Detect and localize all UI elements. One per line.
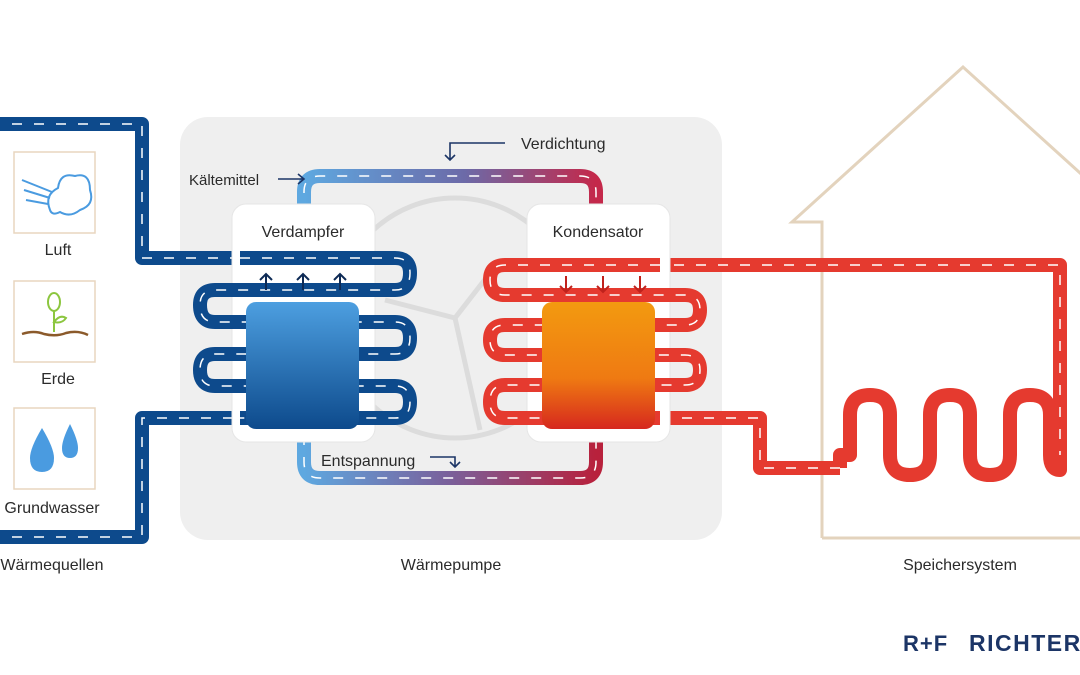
wind-icon xyxy=(21,174,93,216)
brand-mark: R+F xyxy=(903,631,948,656)
evaporator-block xyxy=(246,302,359,429)
heat-pump-section-label: Wärmepumpe xyxy=(401,557,502,574)
refrigerant-pointer xyxy=(278,173,306,185)
refrigerant-label: Kältemittel xyxy=(189,172,259,189)
water-drops-icon xyxy=(30,424,78,472)
source-label-water: Grundwasser xyxy=(4,500,100,517)
source-frame-air xyxy=(13,151,96,234)
sources-section-label: Wärmequellen xyxy=(0,557,103,574)
evaporator-heat-arrows xyxy=(259,272,347,290)
condenser-label: Kondensator xyxy=(553,224,644,241)
expansion-pointer xyxy=(430,456,461,469)
refrigerant-pipe-bottom xyxy=(297,428,603,485)
evaporator-label: Verdampfer xyxy=(262,224,345,241)
condenser-block xyxy=(542,302,655,429)
compression-pointer xyxy=(444,142,505,162)
house-outline xyxy=(788,64,1080,540)
brand-logo: R+F RICHTER xyxy=(903,630,1080,656)
sprout-icon xyxy=(21,292,89,337)
source-label-earth: Erde xyxy=(41,371,75,388)
source-label-air: Luft xyxy=(45,242,72,259)
brand-name: RICHTER xyxy=(969,630,1080,656)
storage-section-label: Speichersystem xyxy=(903,557,1017,574)
condenser-coils xyxy=(483,258,707,425)
refrigerant-pipe-top xyxy=(297,169,603,222)
condenser-heat-arrows xyxy=(559,276,647,294)
compression-label: Verdichtung xyxy=(521,136,606,153)
expansion-label: Entspannung xyxy=(321,453,415,470)
source-frame-water xyxy=(13,407,96,490)
